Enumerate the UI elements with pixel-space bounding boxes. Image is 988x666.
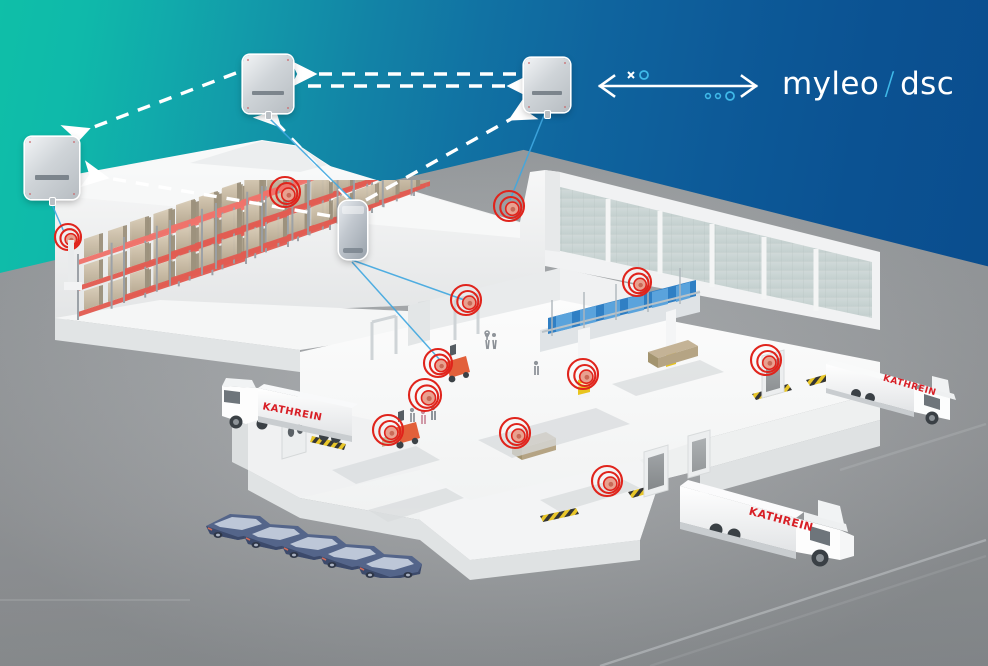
- bidirectional-arrow-icon: [592, 60, 764, 108]
- device-led: [72, 192, 75, 195]
- brand-separator: /: [884, 65, 896, 102]
- car-5: [358, 554, 422, 578]
- reader-keypad: [342, 247, 364, 254]
- device-led: [29, 141, 32, 144]
- device-led: [527, 61, 530, 64]
- brand-name-primary: myleo: [782, 65, 880, 102]
- marker-forklift-1: [422, 347, 454, 379]
- brand-logo: myleo/dsc: [592, 56, 962, 112]
- link-topleft-to-left: [60, 71, 237, 151]
- marker-column: [566, 357, 600, 391]
- pallet-stack-2: [648, 340, 698, 368]
- marker-rack-top: [268, 175, 302, 209]
- device-led: [287, 106, 289, 109]
- device-handheld-reader[interactable]: [339, 201, 367, 259]
- device-led: [527, 106, 530, 109]
- marker-people: [407, 377, 443, 413]
- marker-dock-front: [590, 464, 624, 498]
- device-gateway-left[interactable]: [25, 137, 79, 205]
- device-mount: [49, 198, 55, 205]
- device-gateway-top-right[interactable]: [524, 58, 570, 118]
- device-label-strip: [34, 175, 70, 180]
- brand-name-secondary: dsc: [900, 65, 955, 102]
- parked-cars: [206, 514, 422, 578]
- device-mount: [544, 111, 550, 118]
- device-led: [247, 59, 249, 62]
- device-gateway-top-left[interactable]: [243, 55, 293, 119]
- device-led: [564, 106, 567, 109]
- reader-display: [342, 206, 364, 215]
- link-reader-to-topright: [365, 95, 539, 202]
- marker-pallet: [498, 416, 532, 450]
- device-led: [287, 59, 289, 62]
- link-reader-to-left: [80, 160, 331, 218]
- marker-gate-left: [449, 283, 483, 317]
- device-led: [29, 192, 32, 195]
- pallet-racking: [77, 180, 430, 320]
- truck-right-dock: KATHREIN: [672, 456, 872, 576]
- truck-left-dock: KATHREIN: [206, 372, 366, 464]
- device-led: [564, 61, 567, 64]
- device-label-strip: [252, 90, 284, 95]
- brand-logo-text: myleo/dsc: [782, 65, 955, 102]
- marker-dock-wall: [492, 189, 526, 223]
- device-led: [247, 106, 249, 109]
- device-led: [72, 141, 75, 144]
- marker-forklift-2: [371, 413, 405, 447]
- truck-right-top: KATHREIN: [820, 344, 988, 425]
- marker-rack-right: [621, 266, 653, 298]
- antenna-left: [64, 240, 82, 290]
- device-mount: [265, 112, 271, 119]
- device-label-strip: [532, 91, 562, 96]
- marker-dock-right: [749, 343, 783, 377]
- rfid-gate-1: [370, 314, 398, 360]
